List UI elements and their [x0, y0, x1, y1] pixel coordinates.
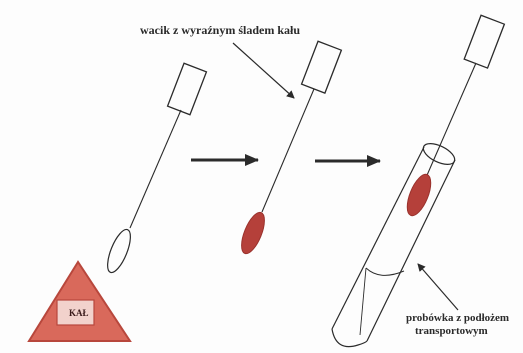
- transport-tube-with-swab: [332, 15, 504, 346]
- stool-stained-tip: [402, 171, 435, 219]
- stool-container-label: KAŁ: [69, 308, 89, 318]
- tube-wall-left: [332, 147, 424, 329]
- medium-line: [360, 268, 366, 335]
- transport-tube-label: probówka z podłożem transportowym: [406, 312, 509, 338]
- stool-swab: [237, 41, 342, 256]
- swab-handle: [302, 41, 342, 93]
- stool-container: [29, 262, 130, 341]
- swab-stick: [130, 110, 181, 228]
- swab-handle: [168, 63, 207, 115]
- stool-stained-tip: [237, 209, 269, 256]
- swab-stick: [262, 89, 314, 212]
- tube-label-pointer: [418, 264, 458, 310]
- swab-label-pointer: [233, 43, 294, 98]
- swab-tip: [103, 227, 135, 276]
- swab-with-stool-label: wacik z wyraźnym śladem kału: [140, 23, 300, 38]
- clean-swab: [103, 63, 206, 275]
- tube-bottom: [332, 329, 367, 347]
- swab-handle: [464, 15, 504, 68]
- tube-label-line-1: probówka z podłożem: [406, 312, 509, 325]
- tube-opening: [420, 139, 458, 168]
- transport-medium-surface: [366, 268, 404, 275]
- tube-label-line-2: transportowym: [406, 325, 509, 338]
